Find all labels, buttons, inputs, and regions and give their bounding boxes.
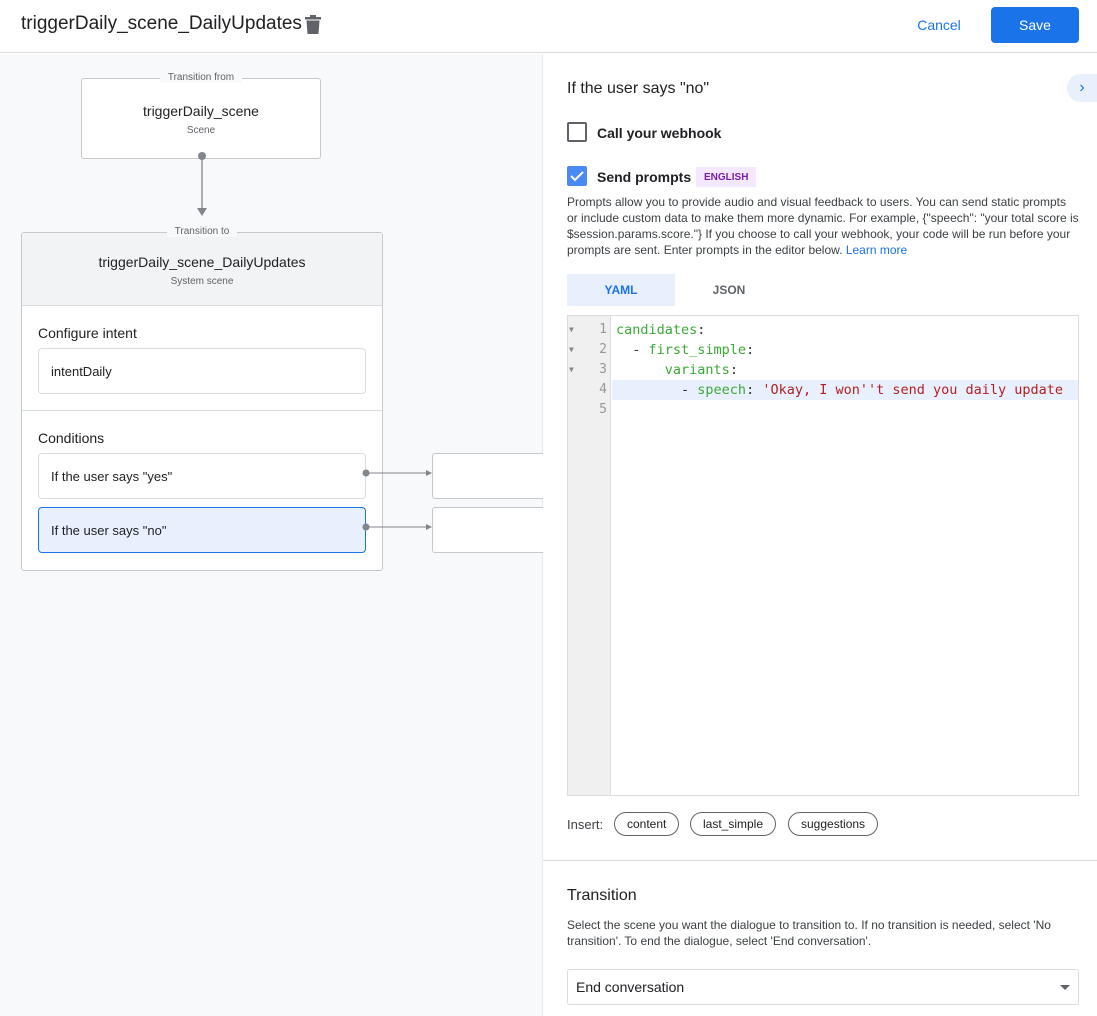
code-editor[interactable]: ▼ 1 ▼ 2 ▼ 3 4 5 candidates: - first_simple:… (567, 315, 1079, 796)
target-scene-yes[interactable] (432, 453, 552, 499)
cancel-button[interactable]: Cancel (903, 8, 975, 42)
flow-canvas: Transition from triggerDaily_scene Scene… (0, 54, 552, 1016)
trash-icon[interactable] (305, 15, 321, 34)
fold-icon[interactable]: ▼ (569, 325, 574, 334)
insert-last-simple-chip[interactable]: last_simple (690, 812, 777, 836)
fold-icon[interactable]: ▼ (569, 345, 574, 354)
line-number: 1 (599, 322, 607, 337)
line-number: 5 (599, 402, 607, 417)
learn-more-link[interactable]: Learn more (845, 243, 908, 257)
prompts-description: Prompts allow you to provide audio and v… (567, 194, 1079, 258)
transition-from-card[interactable]: Transition from triggerDaily_scene Scene (81, 72, 321, 159)
line-number: 2 (599, 342, 607, 357)
fold-icon[interactable]: ▼ (569, 365, 574, 374)
code-line: - first_simple: (616, 342, 755, 358)
configure-intent-label: Configure intent (38, 325, 137, 341)
webhook-checkbox[interactable] (567, 122, 587, 142)
collapse-panel-chevron-icon[interactable]: › (1067, 74, 1097, 102)
code-line-active: - speech: 'Okay, I won''t send you daily… (612, 380, 1078, 400)
transition-title: Transition (567, 887, 637, 904)
transition-select-value: End conversation (576, 979, 685, 995)
transition-to-legend: Transition to (166, 226, 238, 237)
condition-yes[interactable]: If the user says "yes" (38, 453, 366, 499)
header: triggerDaily_scene_DailyUpdates Cancel S… (0, 0, 1097, 53)
intent-field[interactable]: intentDaily (38, 348, 366, 394)
conditions-label: Conditions (38, 430, 105, 446)
webhook-label: Call your webhook (597, 125, 722, 141)
to-scene-type: System scene (170, 276, 234, 287)
transition-description: Select the scene you want the dialogue t… (567, 918, 1051, 948)
send-prompts-label: Send prompts (597, 169, 692, 185)
line-number: 4 (599, 382, 607, 397)
code-line: variants: (664, 362, 738, 378)
line-gutter: ▼ 1 ▼ 2 ▼ 3 4 5 (568, 316, 611, 795)
save-button[interactable]: Save (991, 7, 1079, 43)
tab-json[interactable]: JSON (712, 283, 746, 297)
scene-title: triggerDaily_scene_DailyUpdates (21, 13, 302, 34)
check-icon (570, 171, 584, 182)
tab-yaml[interactable]: YAML (567, 274, 675, 306)
divider (543, 860, 1097, 861)
description-text: Prompts allow you to provide audio and v… (567, 195, 1079, 257)
condition-no[interactable]: If the user says "no" (38, 507, 366, 553)
to-scene-name: triggerDaily_scene_DailyUpdates (98, 254, 306, 270)
panel-heading: If the user says "no" (567, 80, 710, 97)
dropdown-arrow-icon (1060, 985, 1070, 990)
transition-select[interactable]: End conversation (567, 969, 1079, 1005)
insert-content-chip[interactable]: content (614, 812, 680, 836)
insert-suggestions-chip[interactable]: suggestions (788, 812, 879, 836)
condition-connectors (362, 469, 432, 531)
send-prompts-checkbox[interactable] (567, 166, 587, 186)
code-line: candidates: (616, 322, 706, 338)
language-badge: ENGLISH (696, 167, 757, 187)
target-scene-no[interactable] (432, 507, 552, 553)
line-number: 3 (599, 362, 607, 377)
transition-arrow (197, 152, 207, 216)
transition-from-legend: Transition from (159, 72, 243, 83)
transition-to-card: Transition to triggerDaily_scene_DailyUp… (21, 226, 383, 571)
from-scene-name: triggerDaily_scene (143, 103, 259, 119)
insert-label: Insert: (567, 817, 604, 832)
from-scene-type: Scene (186, 125, 216, 136)
